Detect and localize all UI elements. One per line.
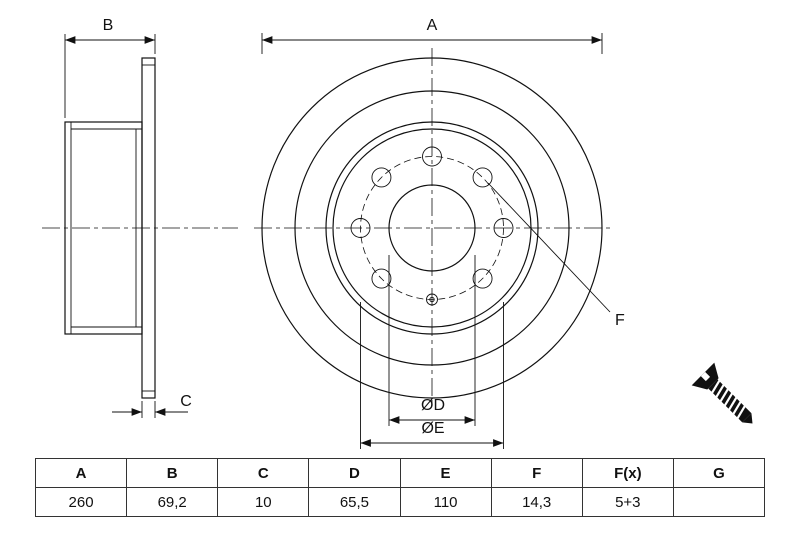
dim-c-label: C <box>180 393 192 410</box>
table-header-row: A B C D E F F(x) G <box>34 458 766 488</box>
table-header-a: A <box>34 458 128 488</box>
bolt-circle-dashed <box>360 156 504 300</box>
table-header-fx: F(x) <box>581 458 674 488</box>
technical-drawing-canvas: B A C ØD ØE <box>42 17 753 449</box>
table-header-e: E <box>399 458 492 488</box>
locating-pin-hole-inner <box>429 296 435 303</box>
dimension-f: F <box>487 182 625 329</box>
side-view-cross-section <box>42 57 238 399</box>
table-value-b: 69,2 <box>126 487 219 517</box>
dim-f-label: F <box>615 312 625 329</box>
hub-hat-section <box>64 121 143 335</box>
dimension-b: B <box>64 17 156 118</box>
front-view <box>254 48 612 404</box>
bolt-hole <box>371 268 392 289</box>
dim-d-label: ØD <box>421 397 445 414</box>
table-value-d: 65,5 <box>308 487 401 517</box>
bolt-hole <box>350 218 371 238</box>
dim-a-label: A <box>427 17 438 34</box>
dim-f-leader-line <box>487 182 611 313</box>
bolt-hole <box>472 167 493 188</box>
dimension-c: C <box>112 393 192 418</box>
table-value-g <box>672 487 766 517</box>
countersunk-screw-icon <box>691 362 753 424</box>
table-value-e: 110 <box>399 487 492 517</box>
table-value-c: 10 <box>217 487 310 517</box>
table-value-f: 14,3 <box>490 487 583 517</box>
bolt-hole <box>422 146 442 167</box>
bolt-hole <box>371 167 392 188</box>
table-header-g: G <box>672 458 766 488</box>
center-bore-circle <box>388 184 476 272</box>
dimension-table: A B C D E F F(x) G 260 69,2 10 65,5 110 … <box>34 458 766 517</box>
screw-slot <box>700 371 711 382</box>
screw-shaft <box>708 379 752 423</box>
outer-diameter-circle <box>261 57 603 399</box>
bolt-holes <box>350 146 514 306</box>
table-header-b: B <box>126 458 219 488</box>
bolt-hole <box>493 218 514 238</box>
table-header-d: D <box>308 458 401 488</box>
hub-rim-outer-circle <box>325 121 539 335</box>
table-header-f: F <box>490 458 583 488</box>
dimension-d: ØD <box>388 255 476 426</box>
dim-e-label: ØE <box>421 420 444 437</box>
table-value-row: 260 69,2 10 65,5 110 14,3 5+3 <box>34 487 766 517</box>
dimension-a: A <box>261 17 603 54</box>
table-value-a: 260 <box>34 487 128 517</box>
locating-pin-hole-outer <box>426 293 438 306</box>
table-value-fx: 5+3 <box>581 487 674 517</box>
screw-tip <box>742 413 753 424</box>
bolt-hole <box>472 268 493 289</box>
friction-surface-circle <box>294 90 570 366</box>
screw-threads <box>710 379 747 420</box>
table-header-c: C <box>217 458 310 488</box>
dim-b-label: B <box>103 17 114 34</box>
dimension-e: ØE <box>360 302 504 449</box>
